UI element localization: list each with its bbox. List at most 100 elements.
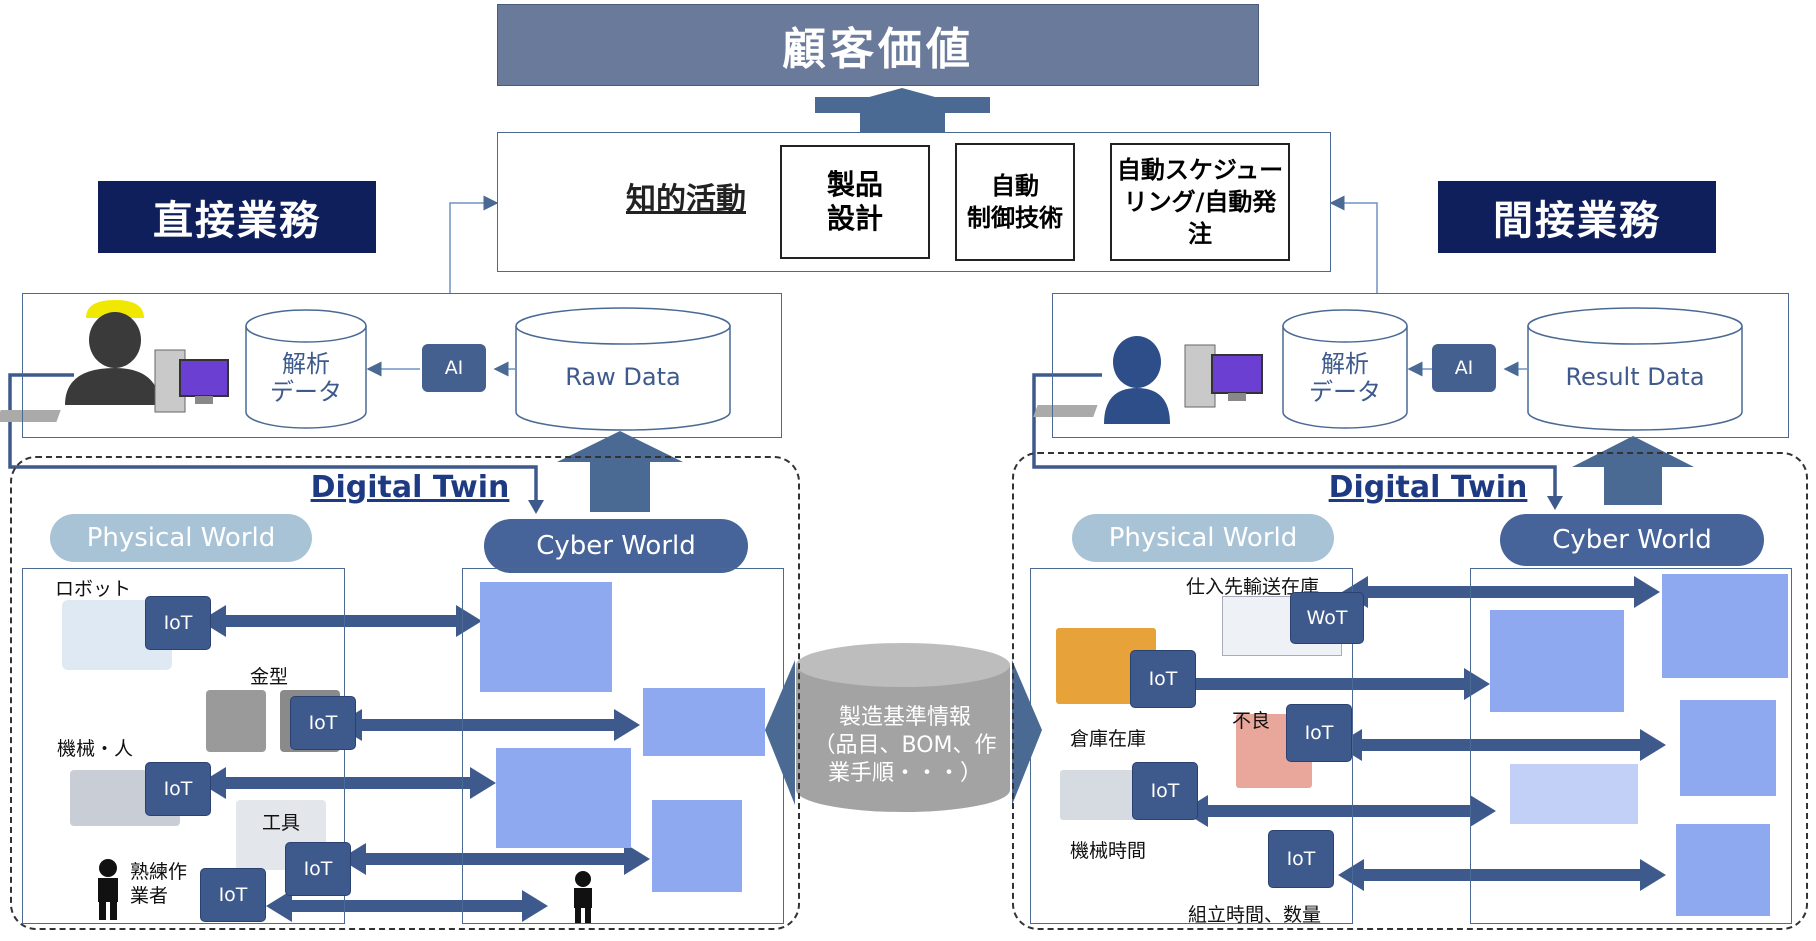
right-cyber-world-pill: Cyber World: [1500, 514, 1764, 566]
card-line1: 自動: [991, 172, 1039, 200]
iot-mold-badge: IoT: [290, 696, 356, 750]
machine-image: [1060, 770, 1140, 820]
right-double-arrow-1: [1342, 576, 1660, 608]
left-raw-data-cylinder: [515, 307, 731, 431]
card-line1: 製品: [826, 168, 883, 201]
customer-value-title: 顧客価値: [497, 4, 1259, 86]
direct-operations-badge: 直接業務: [98, 181, 376, 253]
cyber-tool-image: [652, 800, 742, 892]
center-right-triangle: [1012, 660, 1042, 805]
warehouse-inventory-label: 倉庫在庫: [1070, 728, 1147, 750]
iot-tool-badge: IoT: [285, 842, 351, 896]
iot-assembly-badge: IoT: [1268, 830, 1334, 888]
machine-time-label: 機械時間: [1070, 840, 1147, 862]
intellectual-activity-label: 知的活動: [626, 182, 746, 217]
raw-data-text: Raw Data: [565, 363, 681, 391]
left-analysis-cylinder: [245, 309, 367, 429]
master-line1: 製造基準情報: [838, 705, 971, 730]
right-physical-box: [1030, 568, 1353, 924]
left-cyber-box: [462, 568, 784, 924]
mold-image: [206, 690, 266, 752]
left-digital-twin-frame: [10, 456, 800, 930]
card-line2: 設計: [826, 202, 883, 235]
iot-machine-badge: IoT: [1132, 762, 1198, 820]
skilled-line1: 熟練作: [130, 861, 188, 883]
cyber-assembly-image: [1676, 824, 1770, 916]
right-connector-line: [1329, 195, 1378, 293]
iot-defect-badge: IoT: [1286, 704, 1352, 762]
right-double-arrow-5: [1338, 859, 1666, 891]
office-person-icon: [1104, 336, 1170, 424]
left-physical-world-pill: Physical World: [50, 514, 312, 562]
wot-truck-badge: WoT: [1290, 592, 1364, 644]
left-double-arrow-3: [200, 767, 496, 799]
analysis-line2: データ: [1309, 378, 1381, 406]
master-line2: （品目、BOM、作: [813, 733, 997, 758]
left-connector-line: [449, 195, 499, 293]
cyber-machine-image: [1510, 764, 1638, 824]
left-up-arrow: [557, 431, 683, 512]
analysis-line1: 解析: [282, 350, 330, 378]
analysis-line2: データ: [270, 378, 342, 406]
worker-helmet-icon: [65, 300, 160, 405]
center-left-triangle: [765, 660, 795, 805]
left-double-arrow-5: [266, 890, 548, 922]
cyber-defect-image: [1680, 700, 1776, 796]
card-line2: リング/自動発注: [1123, 188, 1277, 248]
cyber-warehouse-image: [1490, 610, 1624, 712]
analysis-line1: 解析: [1321, 350, 1369, 378]
right-result-data-cylinder: [1527, 307, 1743, 431]
robot-label: ロボット: [55, 578, 132, 600]
right-digital-twin-title: Digital Twin: [1328, 470, 1528, 505]
manufacturing-master-info: 製造基準情報 （品目、BOM、作 業手順・・・）: [810, 704, 1000, 788]
cyber-truck-image: [1662, 574, 1788, 678]
left-digital-twin-title: Digital Twin: [310, 470, 510, 505]
left-data-box: [22, 293, 782, 438]
supplier-inventory-label: 仕入先輸送在庫: [1186, 576, 1320, 598]
skilled-worker-icon: [98, 859, 118, 920]
left-analysis-data-text: 解析 データ: [246, 350, 366, 406]
left-double-arrow-4: [340, 843, 650, 875]
center-cylinder: [796, 643, 1010, 812]
right-analysis-cylinder: [1282, 309, 1408, 429]
right-analysis-data-text: 解析 データ: [1283, 350, 1407, 406]
left-double-arrow-1: [200, 605, 482, 637]
card-line1: 自動スケジュー: [1116, 156, 1284, 184]
machine-person-label: 機械・人: [57, 738, 134, 760]
skilled-line2: 業者: [130, 885, 169, 907]
card-auto-scheduling: 自動スケジュー リング/自動発注: [1110, 143, 1290, 261]
defect-label: 不良: [1232, 710, 1271, 732]
cyber-machine-image: [496, 748, 631, 848]
cyber-mold-image: [643, 688, 765, 756]
iot-machine-badge: IoT: [145, 762, 211, 816]
result-data-text: Result Data: [1565, 363, 1705, 391]
skilled-worker-label: 熟練作 業者: [130, 860, 187, 908]
iot-warehouse-badge: IoT: [1130, 650, 1196, 708]
right-digital-twin-frame: [1012, 452, 1808, 930]
iot-worker-badge: IoT: [200, 868, 266, 922]
right-ai-node: AI: [1432, 344, 1496, 392]
left-ai-node: AI: [422, 344, 486, 392]
card-product-design: 製品 設計: [780, 145, 930, 259]
left-cyber-world-pill: Cyber World: [484, 519, 748, 573]
right-double-arrow-3: [1336, 729, 1666, 761]
cyber-robot-image: [480, 582, 612, 692]
tool-label: 工具: [262, 812, 301, 834]
right-physical-world-pill: Physical World: [1072, 514, 1334, 562]
computer-icon-right: [1033, 344, 1263, 417]
left-double-arrow-2: [336, 709, 640, 741]
right-cyber-box: [1470, 568, 1792, 924]
computer-icon-left: [0, 349, 229, 422]
assembly-label: 組立時間、数量: [1188, 904, 1322, 926]
card-line2: 制御技術: [967, 204, 1063, 232]
right-double-arrow-4: [1182, 795, 1496, 827]
cyber-worker-icon: [574, 871, 592, 923]
right-data-box: [1052, 293, 1789, 438]
indirect-operations-badge: 間接業務: [1438, 181, 1716, 253]
card-automatic-control: 自動 制御技術: [955, 143, 1075, 261]
mold-label: 金型: [250, 666, 289, 688]
iot-robot-badge: IoT: [145, 596, 211, 650]
left-feedback-line: [8, 373, 538, 505]
right-double-arrow-2: [1166, 668, 1490, 700]
